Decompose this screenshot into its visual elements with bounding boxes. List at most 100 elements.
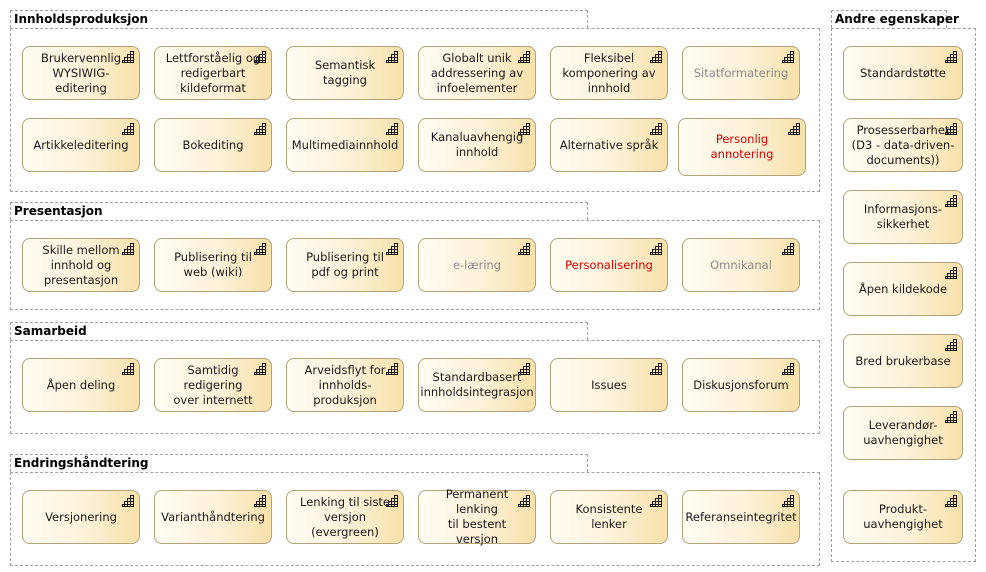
function-icon [122, 51, 134, 63]
capability-box[interactable]: Alternative språk [550, 118, 668, 172]
capability-box[interactable]: Skille mellom innhold og presentasjon [22, 238, 140, 292]
function-icon [945, 411, 957, 423]
function-icon [782, 495, 794, 507]
group-title: Innholdsproduksjon [14, 12, 149, 26]
capability-box[interactable]: Sitatformatering [682, 46, 800, 100]
function-icon [254, 51, 266, 63]
capability-label: Personalisering [565, 257, 653, 272]
group-frame [10, 340, 820, 434]
group-tab [10, 10, 588, 28]
capability-box[interactable]: Publisering til pdf og print [286, 238, 404, 292]
capability-box[interactable]: Publisering til web (wiki) [154, 238, 272, 292]
capability-box[interactable]: Omnikanal [682, 238, 800, 292]
capability-label: Omnikanal [710, 257, 772, 272]
capability-box[interactable]: Åpen deling [22, 358, 140, 412]
function-icon [945, 267, 957, 279]
group-tab [831, 10, 947, 28]
capability-label: Publisering til web (wiki) [174, 250, 252, 279]
capability-label: Prosesserbarhet (D3 - data-driven- docum… [851, 122, 955, 167]
capability-label: Semantisk tagging [314, 58, 376, 87]
capability-box[interactable]: Arveidsflyt for innholds- produksjon [286, 358, 404, 412]
capability-box[interactable]: Diskusjonsforum [682, 358, 800, 412]
function-icon [945, 495, 957, 507]
function-icon [518, 51, 530, 63]
capability-box[interactable]: Issues [550, 358, 668, 412]
capability-box[interactable]: Fleksibel komponering av innhold [550, 46, 668, 100]
function-icon [254, 243, 266, 255]
capability-label: Bokediting [182, 137, 244, 152]
capability-box[interactable]: Bokediting [154, 118, 272, 172]
capability-box[interactable]: Referanseintegritet [682, 490, 800, 544]
function-icon [122, 363, 134, 375]
capability-box[interactable]: Kanaluavhengig innhold [418, 118, 536, 172]
function-icon [650, 495, 662, 507]
capability-box[interactable]: Artikkeleditering [22, 118, 140, 172]
function-icon [782, 51, 794, 63]
group-andre-egenskaper: Andre egenskaper [831, 10, 976, 562]
capability-box[interactable]: Personlig annotering [678, 118, 806, 176]
capability-box[interactable]: Standardstøtte [843, 46, 963, 100]
capability-box[interactable]: Konsistente lenker [550, 490, 668, 544]
function-icon [650, 243, 662, 255]
function-icon [254, 363, 266, 375]
capability-box[interactable]: Bred brukerbase [843, 334, 963, 388]
group-title: Presentasjon [14, 204, 103, 218]
capability-label: Varianthåndtering [161, 509, 265, 524]
capability-box[interactable]: Versjonering [22, 490, 140, 544]
capability-box[interactable]: Globalt unik addressering av infoelement… [418, 46, 536, 100]
group-tab [10, 454, 588, 472]
capability-box[interactable]: Varianthåndtering [154, 490, 272, 544]
capability-box[interactable]: Leverandør- uavhengighet [843, 406, 963, 460]
capability-label: Informasjons- sikkerhet [863, 202, 943, 231]
group-samarbeid: Samarbeid [10, 322, 820, 434]
capability-label: Artikkeleditering [33, 137, 129, 152]
capability-label: Sitatformatering [693, 65, 789, 80]
function-icon [122, 495, 134, 507]
function-icon [518, 363, 530, 375]
capability-box[interactable]: Åpen kildekode [843, 262, 963, 316]
function-icon [386, 243, 398, 255]
group-frame [831, 28, 976, 562]
function-icon [254, 495, 266, 507]
capability-label: Arveidsflyt for innholds- produksjon [304, 362, 386, 407]
capability-box[interactable]: Lenking til siste versjon (evergreen) [286, 490, 404, 544]
group-presentasjon: Presentasjon [10, 202, 820, 310]
capability-label: Produkt- uavhengighet [863, 502, 943, 531]
function-icon [788, 123, 800, 135]
group-frame [10, 472, 820, 566]
capability-box[interactable]: Standardbasert innholdsintegrasjon [418, 358, 536, 412]
function-icon [518, 123, 530, 135]
group-tab [10, 202, 588, 220]
function-icon [945, 51, 957, 63]
capability-label: Globalt unik addressering av infoelement… [430, 50, 524, 95]
capability-box[interactable]: Permanent lenking til bestent versjon [418, 487, 536, 546]
capability-label: Bred brukerbase [855, 353, 951, 368]
function-icon [254, 123, 266, 135]
capability-box[interactable]: Informasjons- sikkerhet [843, 190, 963, 244]
capability-label: Åpen kildekode [858, 281, 948, 296]
function-icon [945, 123, 957, 135]
capability-box[interactable]: Personalisering [550, 238, 668, 292]
capability-label: Fleksibel komponering av innhold [562, 50, 656, 95]
capability-label: Diskusjonsforum [693, 377, 789, 392]
capability-label: Issues [591, 377, 627, 392]
function-icon [518, 495, 530, 507]
capability-box[interactable]: Produkt- uavhengighet [843, 490, 963, 544]
capability-label: Leverandør- uavhengighet [863, 418, 943, 447]
capability-box[interactable]: Samtidig redigering over internett [154, 358, 272, 412]
function-icon [386, 123, 398, 135]
capability-label: Standardbasert innholdsintegrasjon [420, 370, 534, 399]
capability-label: Alternative språk [559, 137, 659, 152]
capability-box[interactable]: Brukervennlig WYSIWIG-editering [22, 46, 140, 100]
capability-box[interactable]: Lettforståelig og redigerbart kildeforma… [154, 46, 272, 100]
capability-label: Personlig annotering [710, 132, 774, 161]
capability-box[interactable]: Semantisk tagging [286, 46, 404, 100]
capability-box[interactable]: Prosesserbarhet (D3 - data-driven- docum… [843, 118, 963, 172]
capability-box[interactable]: e-læring [418, 238, 536, 292]
function-icon [650, 123, 662, 135]
capability-label: Standardstøtte [860, 65, 946, 80]
group-title: Samarbeid [14, 324, 87, 338]
capability-box[interactable]: Multimediainnhold [286, 118, 404, 172]
function-icon [782, 243, 794, 255]
capability-label: e-læring [452, 257, 502, 272]
